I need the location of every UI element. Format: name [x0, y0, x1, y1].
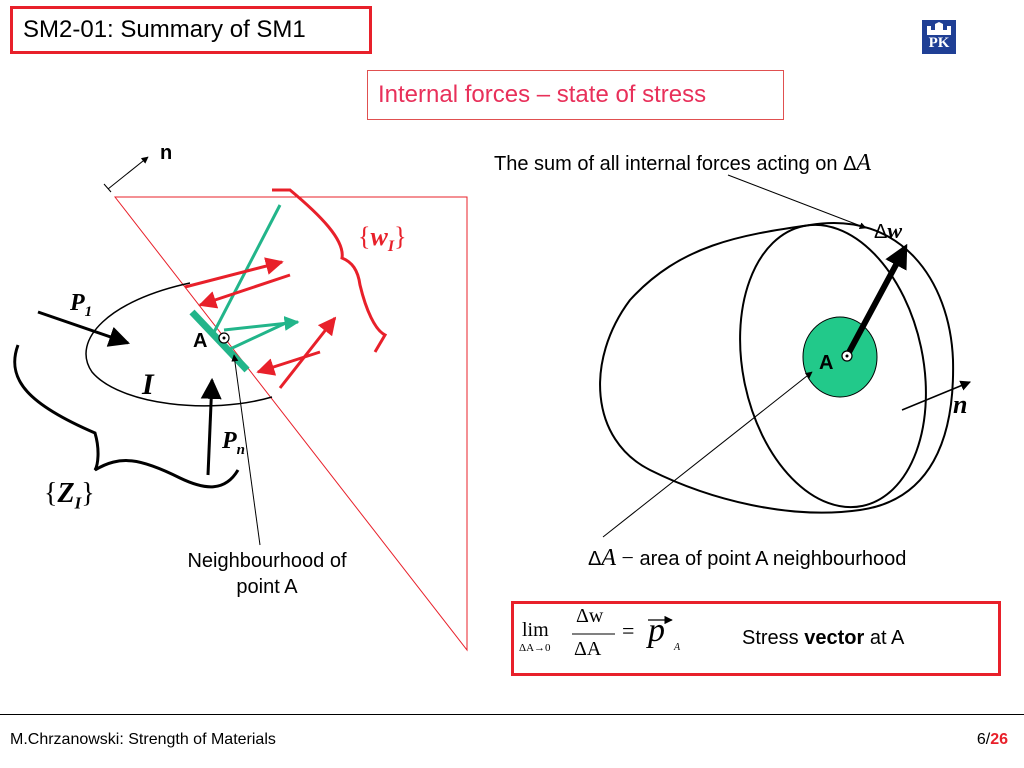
- lim-sub: ΔA→0: [519, 642, 551, 654]
- pk-logo-icon: PK: [922, 20, 956, 54]
- w-brace-close: }: [394, 222, 407, 251]
- formula-caption: Stress vector at A: [742, 627, 904, 650]
- area-pointer: [602, 371, 813, 538]
- area-dash: −: [616, 545, 640, 570]
- w-brace: [272, 188, 388, 353]
- delta-w-var: w: [887, 218, 903, 243]
- page-current: 6/: [976, 731, 991, 748]
- fraction-denominator: ΔA: [574, 638, 602, 660]
- equals-sign: =: [622, 618, 635, 643]
- green-force-3: [227, 320, 289, 352]
- p1-arrow: [37, 310, 130, 347]
- red-force-3: [278, 316, 337, 389]
- neighbourhood-line2: point A: [236, 576, 298, 598]
- slide-title-box: SM2-01: Summary of SM1: [10, 6, 372, 54]
- lim-text: lim: [522, 619, 549, 641]
- right-diagram: [599, 174, 971, 538]
- region-i-label: I: [142, 368, 154, 401]
- sum-text: The sum of all internal forces acting on…: [494, 153, 857, 175]
- footer-author: M.Chrzanowski: Strength of Materials: [10, 731, 276, 748]
- w-var: w: [370, 222, 388, 251]
- red-force-2: [198, 273, 291, 309]
- left-diagram: [13, 156, 468, 652]
- caption-pre: Stress: [742, 627, 805, 649]
- caption-post: at A: [864, 627, 905, 649]
- area-delta: Δ: [588, 548, 602, 570]
- w-brace-open: {: [358, 222, 371, 251]
- area-caption: ΔA − area of point A neighbourhood: [588, 545, 906, 572]
- p1-var: P: [70, 290, 85, 316]
- z-set-label: {ZI}: [44, 478, 95, 514]
- footer-divider: [0, 714, 1024, 715]
- slide-title: SM2-01: Summary of SM1: [23, 16, 306, 43]
- formula-box: [511, 601, 1001, 676]
- point-a-label-right: A: [819, 352, 834, 374]
- red-force-1: [184, 257, 284, 289]
- body-outline: [599, 222, 955, 514]
- sum-var: A: [856, 150, 872, 176]
- delta-w-label: Δw: [874, 218, 902, 244]
- neighbourhood-pointer: [231, 354, 261, 546]
- neighbourhood-line1: Neighbourhood of: [187, 550, 347, 572]
- w-sub: I: [387, 238, 395, 256]
- pn-sub: n: [236, 441, 246, 458]
- z-brace: [13, 344, 240, 489]
- pn-label: Pn: [222, 428, 245, 459]
- subtitle-box: Internal forces – state of stress: [367, 70, 784, 120]
- normal-tick: [103, 183, 112, 193]
- point-a-dot-right: [845, 354, 849, 358]
- normal-n-arrow-right: [901, 380, 971, 411]
- z-brace-open: {: [44, 478, 58, 509]
- z-var: Z: [57, 478, 75, 509]
- crown-icon: [927, 22, 951, 35]
- normal-n-arrow: [107, 156, 149, 190]
- cut-ellipse: [739, 223, 927, 509]
- z-brace-close: }: [81, 478, 95, 509]
- body-contour: [85, 282, 273, 407]
- delta-w-arrow: [844, 243, 908, 358]
- stress-vector-p: p: [648, 612, 665, 649]
- stress-vector-sub: A: [674, 642, 681, 653]
- subtitle: Internal forces – state of stress: [378, 81, 707, 108]
- fraction-numerator: Δw: [576, 605, 604, 627]
- normal-n-label-right: n: [953, 390, 968, 419]
- page-total: 26: [990, 731, 1008, 748]
- sum-caption: The sum of all internal forces acting on…: [494, 150, 871, 177]
- w-set-label: {wI}: [358, 222, 407, 256]
- z-sub: I: [74, 493, 82, 513]
- delta-a-area: [802, 316, 878, 398]
- red-force-4: [256, 350, 321, 376]
- cutting-plane: [113, 196, 468, 652]
- pn-arrow: [200, 377, 222, 476]
- page-number: 6/26: [977, 731, 1008, 749]
- point-a-dot: [222, 336, 226, 340]
- pn-var: P: [222, 428, 237, 454]
- sum-pointer: [727, 174, 867, 230]
- neighbourhood-caption: Neighbourhood of point A: [162, 548, 372, 600]
- caption-bold: vector: [804, 627, 865, 649]
- p1-label: P1: [70, 290, 92, 321]
- p1-sub: 1: [84, 303, 93, 320]
- area-var: A: [601, 545, 617, 571]
- normal-n-label: n: [160, 142, 173, 164]
- point-a-label: A: [193, 330, 208, 352]
- logo-text: PK: [928, 35, 950, 51]
- area-text: area of point A neighbourhood: [639, 548, 907, 570]
- delta-w-delta: Δ: [874, 221, 888, 243]
